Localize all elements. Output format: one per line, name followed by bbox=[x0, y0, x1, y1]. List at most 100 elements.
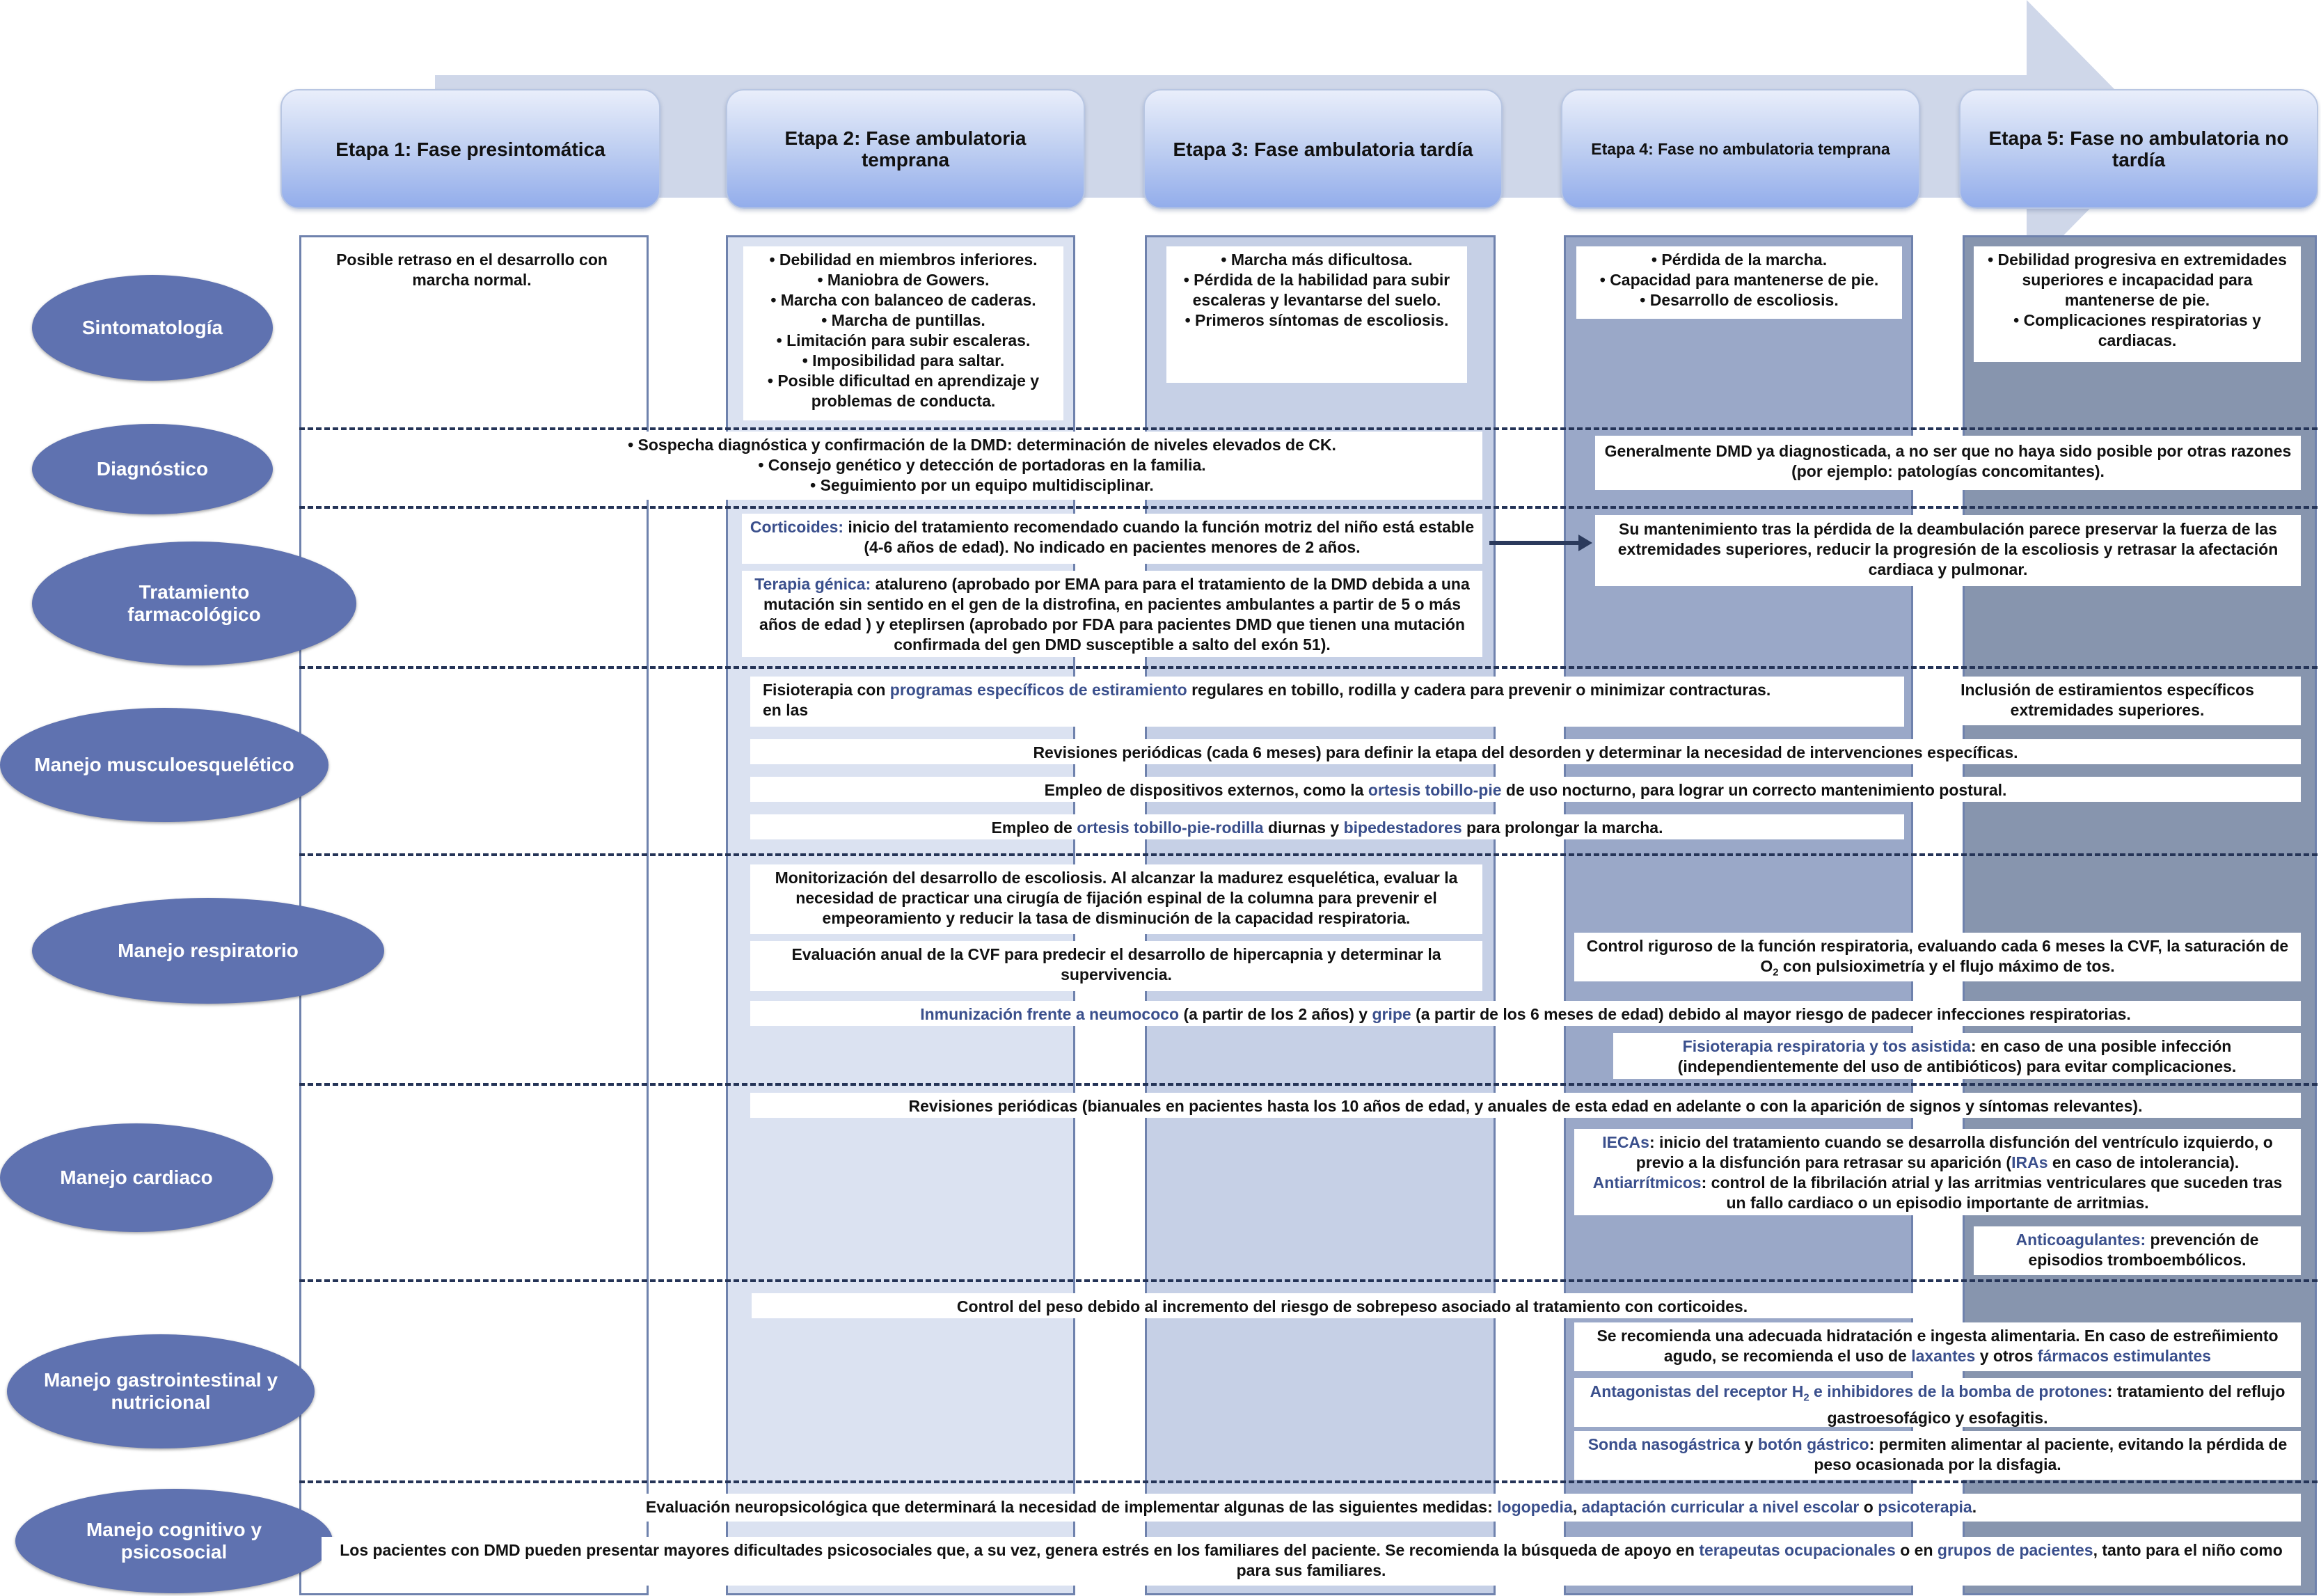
symptoms-stage-1: Posible retraso en el desarrollo con mar… bbox=[322, 246, 621, 305]
psychosocial-text: , tanto para el niño como para sus famil… bbox=[1236, 1541, 2283, 1579]
anticoagulants-text: prevención de episodios tromboembólicos. bbox=[2028, 1231, 2259, 1269]
symptom-item: • Posible dificultad en aprendizaje y pr… bbox=[767, 372, 1040, 410]
devices-text: Empleo de dispositivos externos, como la bbox=[1044, 781, 1368, 799]
stage-header-3: Etapa 3: Fase ambulatoria tardía bbox=[1143, 89, 1503, 209]
anticoagulants: Anticoagulantes: prevención de episodios… bbox=[1974, 1226, 2301, 1275]
symptoms-stage-2: • Debilidad en miembros inferiores. • Ma… bbox=[743, 246, 1063, 420]
row-separator bbox=[299, 1083, 2318, 1086]
ira-highlight: IRAs bbox=[2011, 1153, 2048, 1171]
devices-text: de uso nocturno, para lograr un correcto… bbox=[1501, 781, 2007, 799]
symptom-item: • Debilidad en miembros inferiores. bbox=[769, 251, 1038, 269]
row-label-sintomatologia: Sintomatología bbox=[32, 275, 273, 381]
scoliosis-monitoring: Monitorización del desarrollo de escolio… bbox=[750, 864, 1482, 934]
antagonists-highlight: inhibidores de la bomba de protones bbox=[1827, 1382, 2107, 1400]
external-devices: Empleo de dispositivos externos, como la… bbox=[750, 777, 2301, 802]
stage-header-4: Etapa 4: Fase no ambulatoria temprana bbox=[1561, 89, 1920, 209]
immunization-text: (a partir de los 6 meses de edad) debido… bbox=[1411, 1005, 2131, 1023]
immunization-highlight: Inmunización frente a neumococo bbox=[920, 1005, 1180, 1023]
gastric-highlight: Sonda nasogástrica bbox=[1587, 1435, 1741, 1453]
symptom-item: • Capacidad para mantenerse de pie. bbox=[1599, 271, 1879, 289]
control-text: Control riguroso de la función respirato… bbox=[1586, 937, 2289, 975]
gene-therapy-text: (aprobado por EMA para para el tratamien… bbox=[759, 575, 1470, 633]
cvf-evaluation: Evaluación anual de la CVF para predecir… bbox=[750, 941, 1482, 991]
neuropsych-text: Evaluación neuropsicológica que determin… bbox=[645, 1498, 1498, 1516]
cardiac-reviews: Revisiones periódicas (bianuales en paci… bbox=[750, 1093, 2301, 1118]
row-separator bbox=[299, 1480, 2318, 1483]
row-label-text: Manejo cognitivo y psicosocial bbox=[86, 1519, 262, 1563]
orthosis-text: diurnas y bbox=[1263, 819, 1344, 837]
antiarrhythmic-highlight: Antiarrítmicos bbox=[1592, 1174, 1702, 1192]
symptom-item: • Pérdida de la marcha. bbox=[1651, 251, 1828, 269]
stage-header-2: Etapa 2: Fase ambulatoria temprana bbox=[726, 89, 1085, 209]
drug-eteplirsen: eteplirsen bbox=[889, 615, 965, 633]
row-label-tratamiento: Tratamiento farmacológico bbox=[32, 542, 356, 665]
psychosocial-text: Los pacientes con DMD pueden presentar m… bbox=[340, 1541, 1700, 1559]
anticoagulants-highlight: Anticoagulantes: bbox=[2015, 1231, 2146, 1249]
row-separator bbox=[299, 427, 2318, 430]
control-sub: 2 bbox=[1773, 966, 1779, 979]
diagnosis-late: Generalmente DMD ya diagnosticada, a no … bbox=[1595, 436, 2301, 490]
row-separator bbox=[299, 853, 2318, 856]
ieca-highlight: IECAs bbox=[1602, 1133, 1649, 1151]
corticoids-late: Su mantenimiento tras la pérdida de la d… bbox=[1595, 515, 2301, 586]
hydration-highlight: laxantes bbox=[1911, 1347, 1976, 1365]
hydration-highlight: fármacos estimulantes bbox=[2037, 1347, 2212, 1365]
physio-box: Fisioterapia con programas específicos d… bbox=[750, 677, 1904, 727]
row-label-cardiaco: Manejo cardiaco bbox=[0, 1123, 273, 1232]
antagonists-highlight: Antagonistas del receptor H bbox=[1590, 1382, 1804, 1400]
psychosocial-text: o en bbox=[1895, 1541, 1938, 1559]
resp-physio-highlight: Fisioterapia respiratoria y tos asistida bbox=[1682, 1037, 1971, 1055]
symptoms-stage-4: • Pérdida de la marcha. • Capacidad para… bbox=[1576, 246, 1902, 319]
psychosocial-support: Los pacientes con DMD pueden presentar m… bbox=[322, 1537, 2301, 1586]
antagonists: Antagonistas del receptor H2 e inhibidor… bbox=[1574, 1378, 2301, 1427]
row-label-gastrointestinal: Manejo gastrointestinal y nutricional bbox=[7, 1334, 315, 1448]
resp-physio-text: : en caso de una posible infección (inde… bbox=[1677, 1037, 2237, 1075]
gene-therapy-label: Terapia génica: bbox=[754, 575, 871, 593]
gastric-highlight: botón gástrico bbox=[1757, 1435, 1869, 1453]
orthosis-text: para prolongar la marcha. bbox=[1461, 819, 1663, 837]
row-label-text: Manejo musculoesquelético bbox=[34, 754, 294, 775]
antagonists-highlight: e bbox=[1809, 1382, 1828, 1400]
symptoms-stage-5: • Debilidad progresiva en extremidades s… bbox=[1974, 246, 2301, 362]
neuropsych-highlight: adaptación curricular a nivel escolar bbox=[1581, 1498, 1860, 1516]
row-label-musculoesqueletico: Manejo musculoesquelético bbox=[0, 708, 328, 822]
respiratory-physio: Fisioterapia respiratoria y tos asistida… bbox=[1613, 1033, 2301, 1079]
neuropsych-highlight: psicoterapia bbox=[1878, 1498, 1972, 1516]
orthosis-highlight: bipedestadores bbox=[1343, 819, 1462, 837]
symptom-item: • Maniobra de Gowers. bbox=[817, 271, 990, 289]
corticoids-text: inicio del tratamiento recomendado cuand… bbox=[843, 518, 1475, 556]
stage-header-5: Etapa 5: Fase no ambulatoria no tardía bbox=[1959, 89, 2318, 209]
diagnosis-item: • Consejo genético y detección de portad… bbox=[758, 456, 1206, 474]
antagonists-text: : tratamiento del reflujo gastroesofágic… bbox=[1827, 1382, 2286, 1427]
gene-therapy-text: (aprobado por FDA para pacientes DMD que… bbox=[894, 615, 1465, 654]
symptom-item: • Marcha con balanceo de caderas. bbox=[770, 291, 1036, 309]
control-text: con pulsioximetría y el flujo máximo de … bbox=[1778, 957, 2115, 975]
immunization-highlight: gripe bbox=[1372, 1005, 1411, 1023]
row-separator bbox=[299, 666, 2318, 669]
neuropsych-text: , bbox=[1572, 1498, 1582, 1516]
row-label-text: Manejo gastrointestinal y nutricional bbox=[43, 1369, 278, 1413]
row-separator bbox=[299, 506, 2318, 509]
symptoms-stage-3: • Marcha más dificultosa. • Pérdida de l… bbox=[1166, 246, 1467, 383]
diagnosis-main: • Sospecha diagnóstica y confirmación de… bbox=[482, 432, 1482, 500]
symptom-item: • Marcha más dificultosa. bbox=[1221, 251, 1413, 269]
row-label-respiratorio: Manejo respiratorio bbox=[32, 898, 384, 1004]
physio-text: Fisioterapia con bbox=[763, 681, 890, 699]
neuropsych-highlight: logopedia bbox=[1497, 1498, 1573, 1516]
antiarrhythmic-text: : control de la fibrilación atrial y las… bbox=[1701, 1174, 2283, 1212]
diagnosis-item: • Sospecha diagnóstica y confirmación de… bbox=[628, 436, 1336, 454]
orthosis-highlight: ortesis tobillo-pie-rodilla bbox=[1077, 819, 1264, 837]
diagnosis-item: • Seguimiento por un equipo multidiscipl… bbox=[810, 476, 1154, 494]
physio-highlight: programas específicos de estiramiento bbox=[889, 681, 1187, 699]
respiratory-control: Control riguroso de la función respirato… bbox=[1574, 933, 2301, 981]
orthosis-box: Empleo de ortesis tobillo-pie-rodilla di… bbox=[750, 814, 1904, 839]
row-label-cognitivo: Manejo cognitivo y psicosocial bbox=[15, 1489, 333, 1593]
hydration: Se recomienda una adecuada hidratación e… bbox=[1574, 1322, 2301, 1371]
symptom-item: • Marcha de puntillas. bbox=[821, 311, 985, 329]
neuropsych-text: o bbox=[1859, 1498, 1878, 1516]
gastric-text: y bbox=[1740, 1435, 1758, 1453]
devices-highlight: ortesis tobillo-pie bbox=[1368, 781, 1502, 799]
psychosocial-highlight: grupos de pacientes bbox=[1937, 1541, 2093, 1559]
hydration-text: Se recomienda una adecuada hidratación e… bbox=[1597, 1327, 2279, 1365]
physio-text: regulares en tobillo, rodilla y cadera p… bbox=[1187, 681, 1771, 699]
